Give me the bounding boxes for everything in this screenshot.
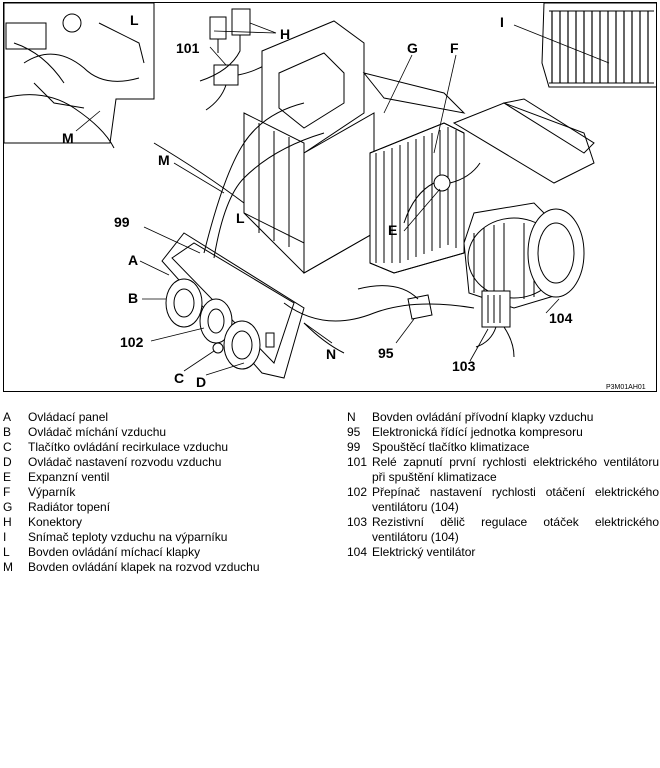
callout-a: A <box>128 252 138 268</box>
legend-text: Radiátor topení <box>28 500 111 514</box>
legend-key: L <box>3 545 10 559</box>
callout-99: 99 <box>114 214 130 230</box>
heater-housing <box>243 20 375 274</box>
callout-n: N <box>326 346 336 362</box>
callout-102: 102 <box>120 334 144 350</box>
leader-lines <box>75 22 610 376</box>
legend-key: G <box>3 500 13 514</box>
legend-key: C <box>3 440 12 454</box>
legend-text: Spouštěcí tlačítko klimatizace <box>372 440 530 454</box>
fan-104 <box>527 208 585 298</box>
legend-row: L Bovden ovládání míchací klapky <box>3 545 333 560</box>
legend-key: M <box>3 560 13 574</box>
legend-text: Bovden ovládání míchací klapky <box>28 545 201 559</box>
control-panel-a <box>161 232 305 379</box>
callout-e: E <box>388 222 397 238</box>
legend-text: Přepínač nastavení rychlosti otáčení ele… <box>372 485 659 514</box>
legend-key: F <box>3 485 11 499</box>
legend-text: Expanzní ventil <box>28 470 110 484</box>
legend-text: Elektronická řídící jednotka kompresoru <box>372 425 583 439</box>
callout-h: H <box>280 26 290 42</box>
legend-row: E Expanzní ventil <box>3 470 333 485</box>
callout-104: 104 <box>549 310 573 326</box>
legend-key: N <box>347 410 356 424</box>
legend-row: N Bovden ovládání přívodní klapky vzduchu <box>347 410 659 425</box>
callout-g: G <box>407 40 418 56</box>
control-cables <box>153 102 475 354</box>
legend-text: Elektrický ventilátor <box>372 545 476 559</box>
callout-103: 103 <box>452 358 476 374</box>
legend-key: 101 <box>347 455 368 469</box>
legend-text: Tlačítko ovládání recirkulace vzduchu <box>28 440 229 454</box>
diagram-figure: L H I 101 G F M M L 99 E A B 102 C D N 9… <box>3 2 657 392</box>
legend-key: 104 <box>347 545 368 559</box>
callout-m: M <box>158 152 170 168</box>
legend-key: B <box>3 425 12 439</box>
callout-95: 95 <box>378 345 394 361</box>
legend-key: 103 <box>347 515 368 529</box>
legend-key: I <box>3 530 7 544</box>
callout-m-inset: M <box>62 130 74 146</box>
callout-l-inset: L <box>130 12 139 28</box>
callout-c: C <box>174 370 184 386</box>
expansion-valve-e <box>403 162 481 224</box>
legend-text: Výparník <box>28 485 76 499</box>
inset-detail-left <box>4 3 155 149</box>
legend-row: 95 Elektronická řídící jednotka kompresor… <box>347 425 659 440</box>
callout-f: F <box>450 40 459 56</box>
legend-row: A Ovládací panel <box>3 410 333 425</box>
heater-radiator-g <box>362 72 466 114</box>
legend-row: 104 Elektrický ventilátor <box>347 545 659 560</box>
legend-key: E <box>3 470 12 484</box>
legend-text: Snímač teploty vzduchu na výparníku <box>28 530 228 544</box>
legend-row: I Snímač teploty vzduchu na výparníku <box>3 530 333 545</box>
legend-key: H <box>3 515 12 529</box>
legend-row: 99 Spouštěcí tlačítko klimatizace <box>347 440 659 455</box>
legend-text: Bovden ovládání klapek na rozvod vzduchu <box>28 560 260 574</box>
legend-key: 99 <box>347 440 361 454</box>
legend-key: A <box>3 410 12 424</box>
legend-text: Ovládací panel <box>28 410 109 424</box>
resistor-103 <box>475 290 515 358</box>
connectors-h <box>199 8 251 82</box>
legend-row: H Konektory <box>3 515 333 530</box>
hvac-diagram: L H I 101 G F M M L 99 E A B 102 C D N 9… <box>4 3 656 391</box>
callout-i: I <box>500 14 504 30</box>
legend-row: 103 Rezistivní dělič regulace otáček elek… <box>347 515 659 545</box>
callout-101: 101 <box>176 40 200 56</box>
legend-right-column: N Bovden ovládání přívodní klapky vzduchu… <box>347 410 659 560</box>
legend-text: Bovden ovládání přívodní klapky vzduchu <box>372 410 594 424</box>
callout-l: L <box>236 210 245 226</box>
callout-d: D <box>196 374 206 390</box>
inset-detail-right <box>541 3 656 88</box>
legend-text: Rezistivní dělič regulace otáček elektri… <box>372 515 659 544</box>
figure-code: P3M01AH01 <box>606 384 646 391</box>
legend-key: D <box>3 455 12 469</box>
legend-text: Relé zapnutí první rychlosti elektrickéh… <box>372 455 659 484</box>
legend-row: D Ovládač nastavení rozvodu vzduchu <box>3 455 333 470</box>
legend-row: G Radiátor topení <box>3 500 333 515</box>
legend-row: C Tlačítko ovládání recirkulace vzduchu <box>3 440 333 455</box>
legend-key: 95 <box>347 425 361 439</box>
legend-row: 102 Přepínač nastavení rychlosti otáčení … <box>347 485 659 515</box>
legend-text: Ovládač míchání vzduchu <box>28 425 167 439</box>
legend-row: F Výparník <box>3 485 333 500</box>
ecu-95 <box>357 285 433 320</box>
legend-text: Ovládač nastavení rozvodu vzduchu <box>28 455 222 469</box>
legend-row: M Bovden ovládání klapek na rozvod vzduch… <box>3 560 333 575</box>
legend-text: Konektory <box>28 515 83 529</box>
legend-key: 102 <box>347 485 368 499</box>
legend-row: B Ovládač míchání vzduchu <box>3 425 333 440</box>
legend-row: 101 Relé zapnutí první rychlosti elektric… <box>347 455 659 485</box>
callout-b: B <box>128 290 138 306</box>
